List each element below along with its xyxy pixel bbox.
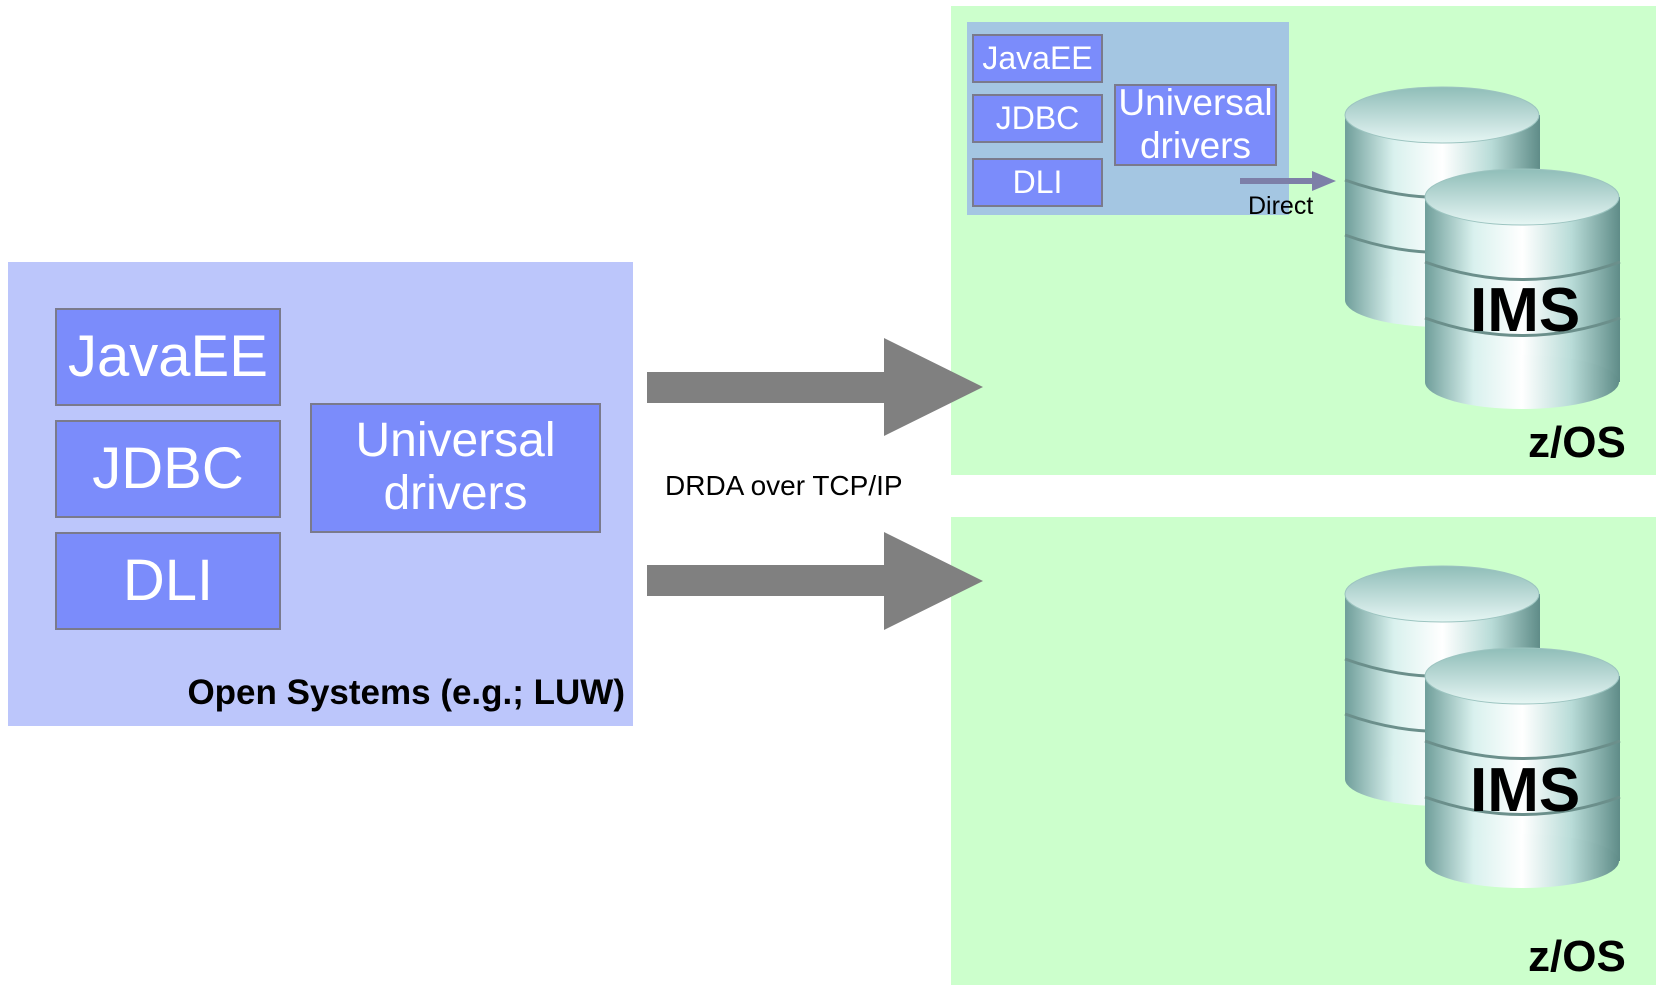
drda-connection-label: DRDA over TCP/IP [665,470,903,501]
javaee-box: JavaEE [55,308,281,406]
open-systems-label: Open Systems (e.g.; LUW) [187,673,625,712]
zos-dli-box: DLI [972,158,1103,207]
arrow-to-top-zos [647,338,983,436]
ims-label-top: IMS [1470,276,1581,345]
zos-label-top: z/OS [1528,418,1626,467]
ims-label-bottom: IMS [1470,756,1581,825]
universal-drivers-box: Universal drivers [310,403,601,533]
ims-database-icon-top [1344,86,1621,409]
arrow-to-bottom-zos [647,532,983,630]
zos-javaee-box: JavaEE [972,34,1103,83]
zos-universal-drivers-box: Universal drivers [1114,82,1277,166]
dli-box: DLI [55,532,281,630]
zos-jdbc-box: JDBC [972,94,1103,143]
direct-label: Direct [1248,192,1314,220]
direct-arrow [1240,171,1336,191]
ims-database-icon-bottom [1344,565,1621,888]
zos-label-bottom: z/OS [1528,932,1626,981]
jdbc-box: JDBC [55,420,281,518]
